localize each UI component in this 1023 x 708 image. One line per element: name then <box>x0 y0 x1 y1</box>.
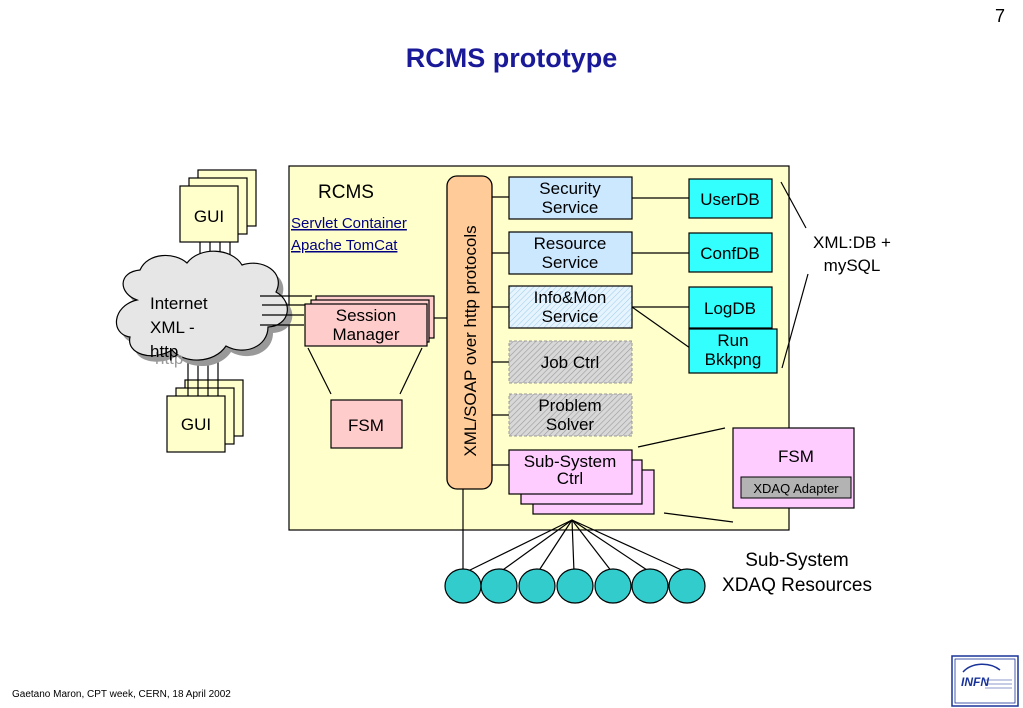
bus-label: XML/SOAP over http protocols <box>461 225 480 456</box>
xdaq-adapter-label: XDAQ Adapter <box>753 481 839 496</box>
problem-label-1: Problem <box>538 396 601 415</box>
fsm-inner-box <box>330 399 403 449</box>
infomon-label-2: Service <box>542 307 599 326</box>
cloud-line-2: XML - <box>150 318 195 337</box>
job-ctrl-box <box>508 340 633 384</box>
page-title: RCMS prototype <box>405 43 618 73</box>
rcms-label: RCMS <box>318 182 374 203</box>
resource-label-1: Resource <box>534 234 607 253</box>
userdb-label: UserDB <box>700 190 760 209</box>
resource-node <box>518 568 556 604</box>
problem-label-2: Solver <box>546 415 595 434</box>
logdb-label: LogDB <box>704 299 756 318</box>
logdb-box <box>688 286 773 329</box>
infn-logo-icon: INFN <box>951 655 1019 707</box>
xmldb-label-2: mySQL <box>824 256 881 275</box>
subsys-label-1: Sub-System <box>524 452 617 471</box>
gui-bottom-stack: GUI <box>166 379 244 453</box>
subsys-resources-label-1: Sub-System <box>745 550 848 571</box>
fsm-inner-label: FSM <box>348 416 384 435</box>
cloud-line-1: Internet <box>150 294 208 313</box>
page-number: 7 <box>995 6 1006 26</box>
resource-node <box>444 568 482 604</box>
run-label-1: Run <box>717 331 748 350</box>
apache-tomcat-label: Apache TomCat <box>291 237 398 254</box>
xmldb-label-1: XML:DB + <box>813 233 891 252</box>
userdb-box <box>688 178 773 219</box>
run-bkkpng-box <box>688 328 778 374</box>
fsm-right-label: FSM <box>778 447 814 466</box>
problem-solver-box <box>508 393 633 437</box>
service-db-links <box>631 197 691 349</box>
subsys-resources-label-2: XDAQ Resources <box>722 575 872 596</box>
footer-text: Gaetano Maron, CPT week, CERN, 18 April … <box>12 689 231 700</box>
confdb-box <box>688 232 773 273</box>
resource-node <box>556 568 594 604</box>
xdaq-resource-nodes <box>444 568 706 604</box>
node-fan-lines <box>465 519 687 573</box>
session-label-2: Manager <box>332 325 399 344</box>
session-manager: Session Manager <box>304 295 435 347</box>
cloud-session-links <box>260 295 312 326</box>
security-label-2: Service <box>542 198 599 217</box>
resource-node <box>594 568 632 604</box>
resource-label-2: Service <box>542 253 599 272</box>
bus-connectors <box>492 196 509 466</box>
infn-logo-text: INFN <box>961 675 989 689</box>
cloud-line-3-shadow: http <box>155 349 183 368</box>
job-ctrl-label: Job Ctrl <box>541 353 600 372</box>
resource-node <box>631 568 669 604</box>
gui-top-stack: GUI <box>179 169 257 243</box>
infomon-label-1: Info&Mon <box>534 288 607 307</box>
security-label-1: Security <box>539 179 601 198</box>
confdb-label: ConfDB <box>700 244 760 263</box>
resource-node <box>480 568 518 604</box>
xdaq-adapter-box <box>740 476 852 499</box>
gui-bottom-label: GUI <box>181 415 211 434</box>
session-label-1: Session <box>336 306 396 325</box>
infomon-service-box <box>508 285 633 329</box>
xml-soap-bus <box>446 175 493 490</box>
cloud-line-3: http <box>150 342 178 361</box>
gui-top-label: GUI <box>194 207 224 226</box>
servlet-container-label: Servlet Container <box>291 215 407 232</box>
subsystem-ctrl-stack: Sub-System Ctrl <box>508 449 655 515</box>
cloud-icon <box>115 250 293 367</box>
resource-node <box>668 568 706 604</box>
run-label-2: Bkkpng <box>705 350 762 369</box>
subsys-label-2: Ctrl <box>557 469 583 488</box>
security-service-box <box>508 176 633 220</box>
